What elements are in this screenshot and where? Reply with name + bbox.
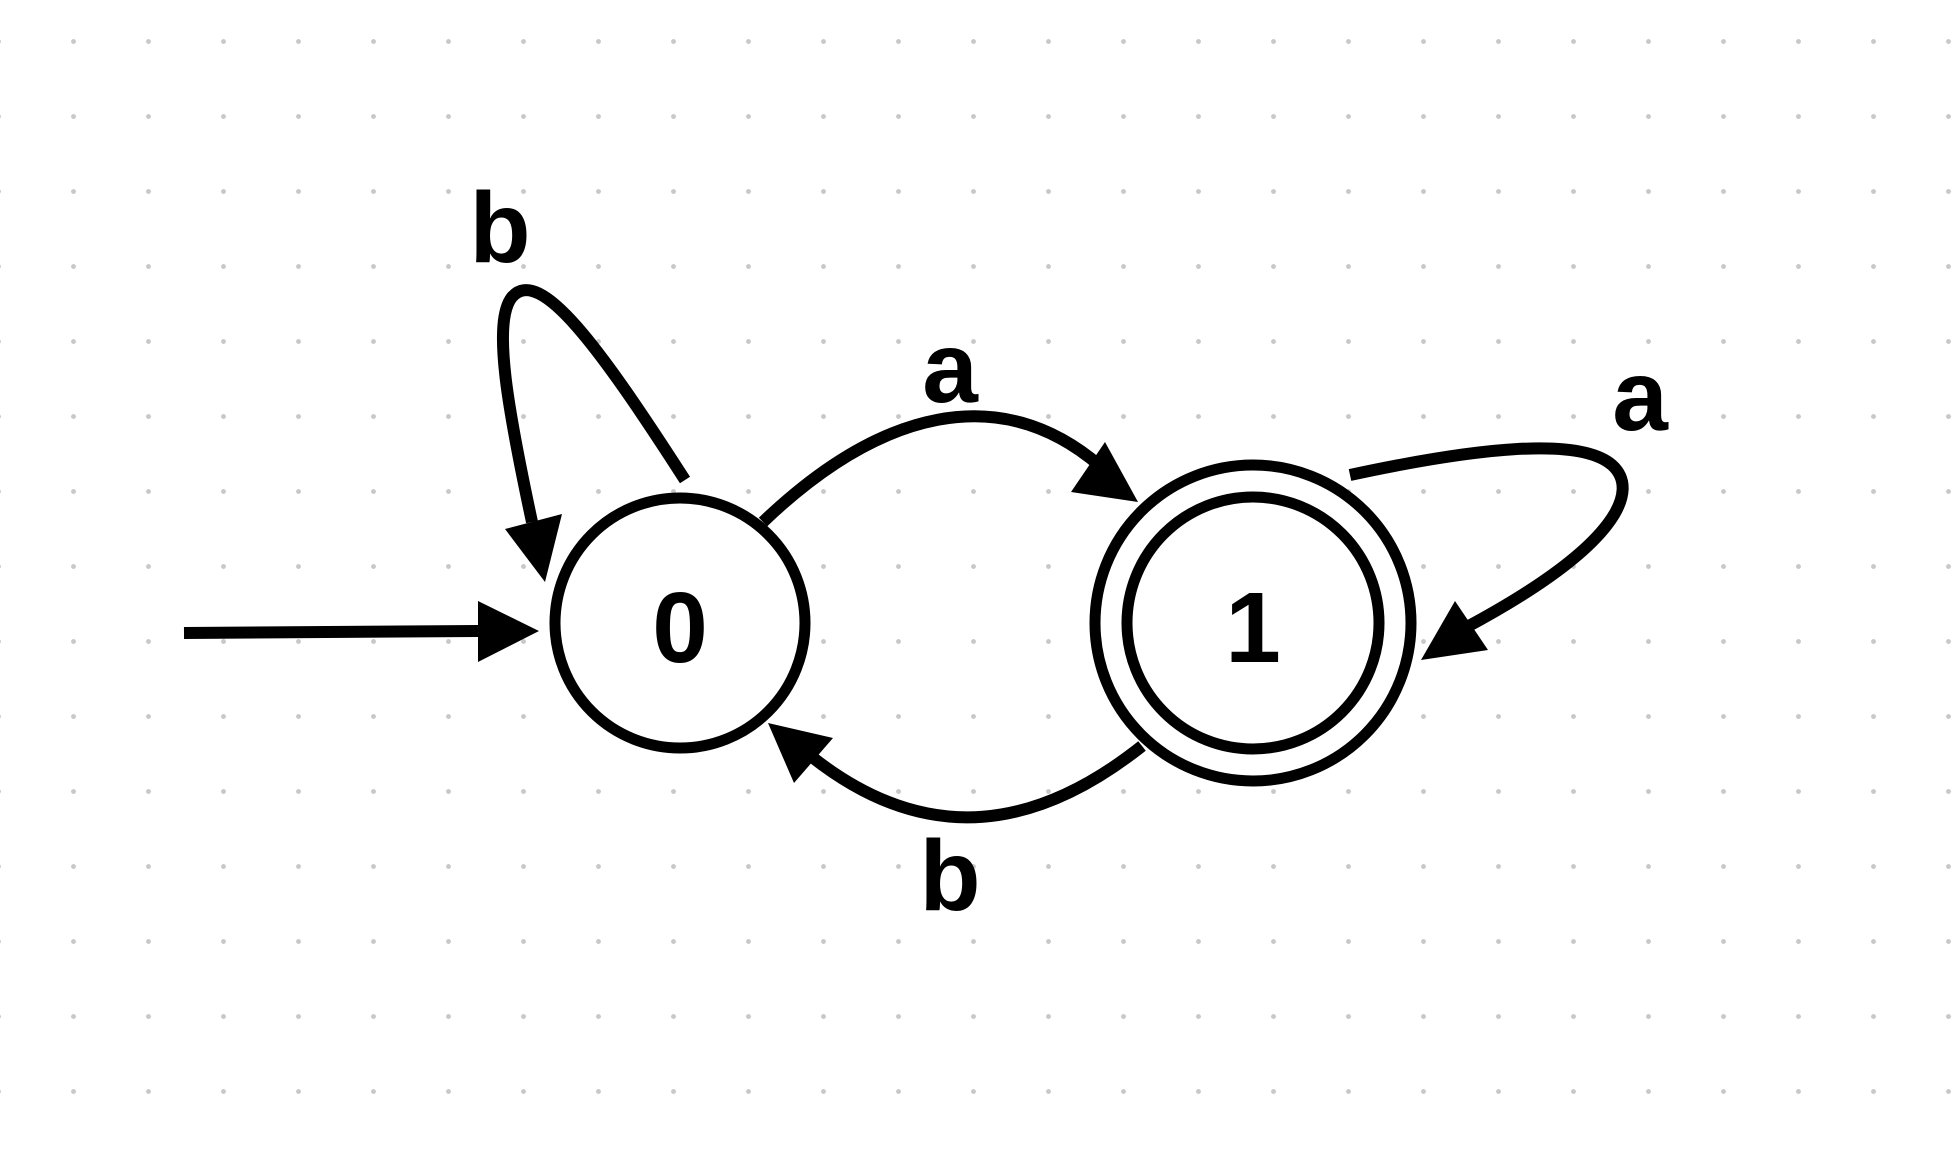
start-arrow — [183, 601, 539, 662]
transition-0-1-a — [758, 410, 1138, 527]
edge-label-0-0: b — [469, 172, 530, 284]
edge-label-1-1: a — [1612, 340, 1669, 452]
transition-1-1-a — [1348, 442, 1629, 660]
state-node-0: 0 — [549, 492, 811, 754]
edge-label-1-0: b — [919, 820, 980, 932]
transition-0-0-b — [496, 284, 691, 582]
state-node-1: 1 — [1089, 459, 1417, 787]
state-label-1: 1 — [1225, 572, 1281, 684]
state-label-0: 0 — [652, 572, 708, 684]
edge-label-0-1: a — [922, 312, 979, 424]
transition-1-0-b — [768, 723, 1146, 824]
